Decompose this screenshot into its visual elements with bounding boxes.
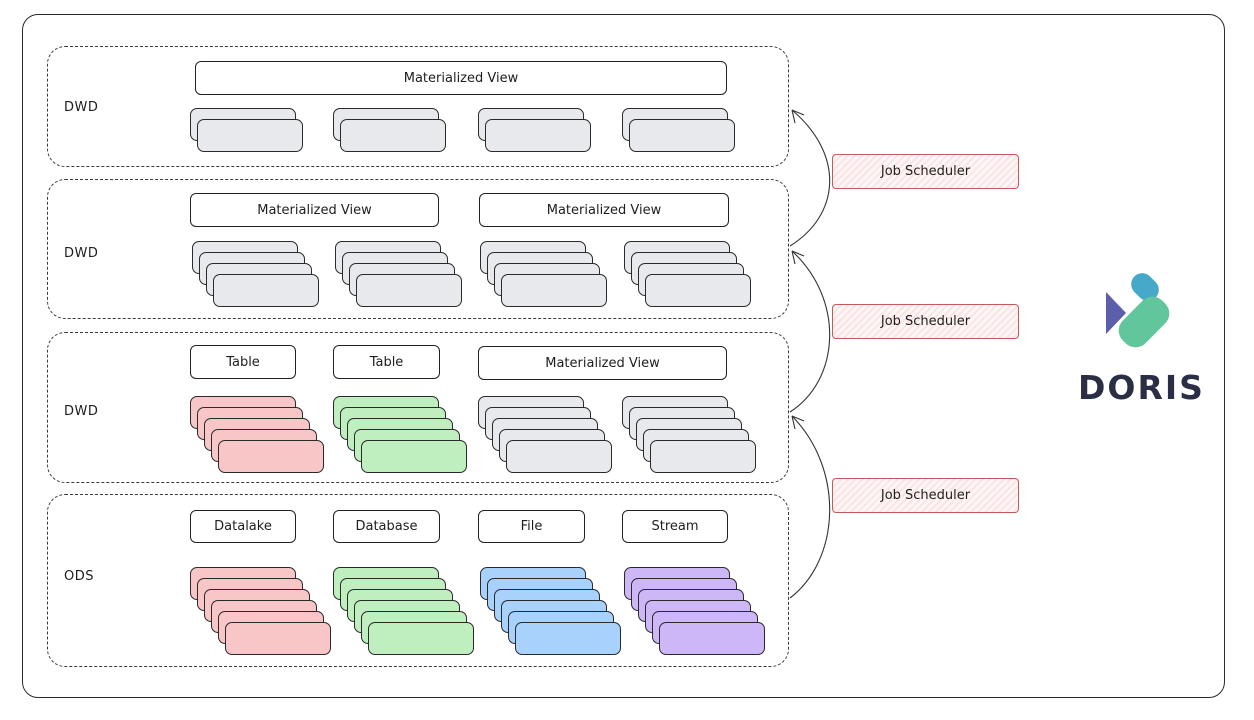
data-card (515, 622, 621, 655)
data-card (340, 119, 446, 152)
arrow-dwd-to-dwd (789, 250, 831, 413)
stream-box: Stream (622, 510, 728, 543)
materialized-view-box: Materialized View (479, 193, 729, 227)
job-scheduler-box: Job Scheduler (832, 304, 1019, 339)
database-box: Database (333, 510, 440, 543)
data-card (197, 119, 303, 152)
data-card (356, 274, 462, 307)
data-card (361, 440, 467, 473)
file-box: File (478, 510, 585, 543)
data-card (645, 274, 751, 307)
data-card (485, 119, 591, 152)
layer-ods (47, 494, 789, 667)
data-card (368, 622, 474, 655)
layer-label: DWD (64, 404, 99, 419)
layer-label: DWD (64, 100, 99, 115)
arrow-head (791, 109, 805, 124)
arrow-dwd-to-dwd-top (789, 109, 831, 247)
datalake-box: Datalake (190, 510, 296, 543)
materialized-view-box: Materialized View (195, 61, 727, 95)
data-card (213, 274, 319, 307)
table-box: Table (333, 345, 440, 379)
materialized-view-box: Materialized View (190, 193, 439, 227)
data-card (225, 622, 331, 655)
arrow-head (791, 250, 805, 265)
doris-logo-icon (1106, 273, 1170, 348)
data-card (506, 440, 612, 473)
diagram-frame (22, 14, 1225, 698)
data-card (218, 440, 324, 473)
arrow-ods-to-dwd (789, 415, 831, 599)
job-scheduler-box: Job Scheduler (832, 478, 1019, 513)
doris-wordmark: DORIS (1078, 368, 1205, 407)
data-card (659, 622, 765, 655)
job-scheduler-box: Job Scheduler (832, 154, 1019, 189)
data-card (650, 440, 756, 473)
layer-dwd-middle (47, 179, 789, 319)
materialized-view-box: Materialized View (478, 346, 727, 380)
data-card (629, 119, 735, 152)
layer-label: ODS (64, 569, 94, 584)
arrow-head (791, 415, 805, 430)
table-box: Table (190, 345, 296, 379)
layer-label: DWD (64, 246, 99, 261)
layer-dwd-lower (47, 332, 789, 483)
data-card (501, 274, 607, 307)
layer-dwd-top (47, 46, 789, 167)
